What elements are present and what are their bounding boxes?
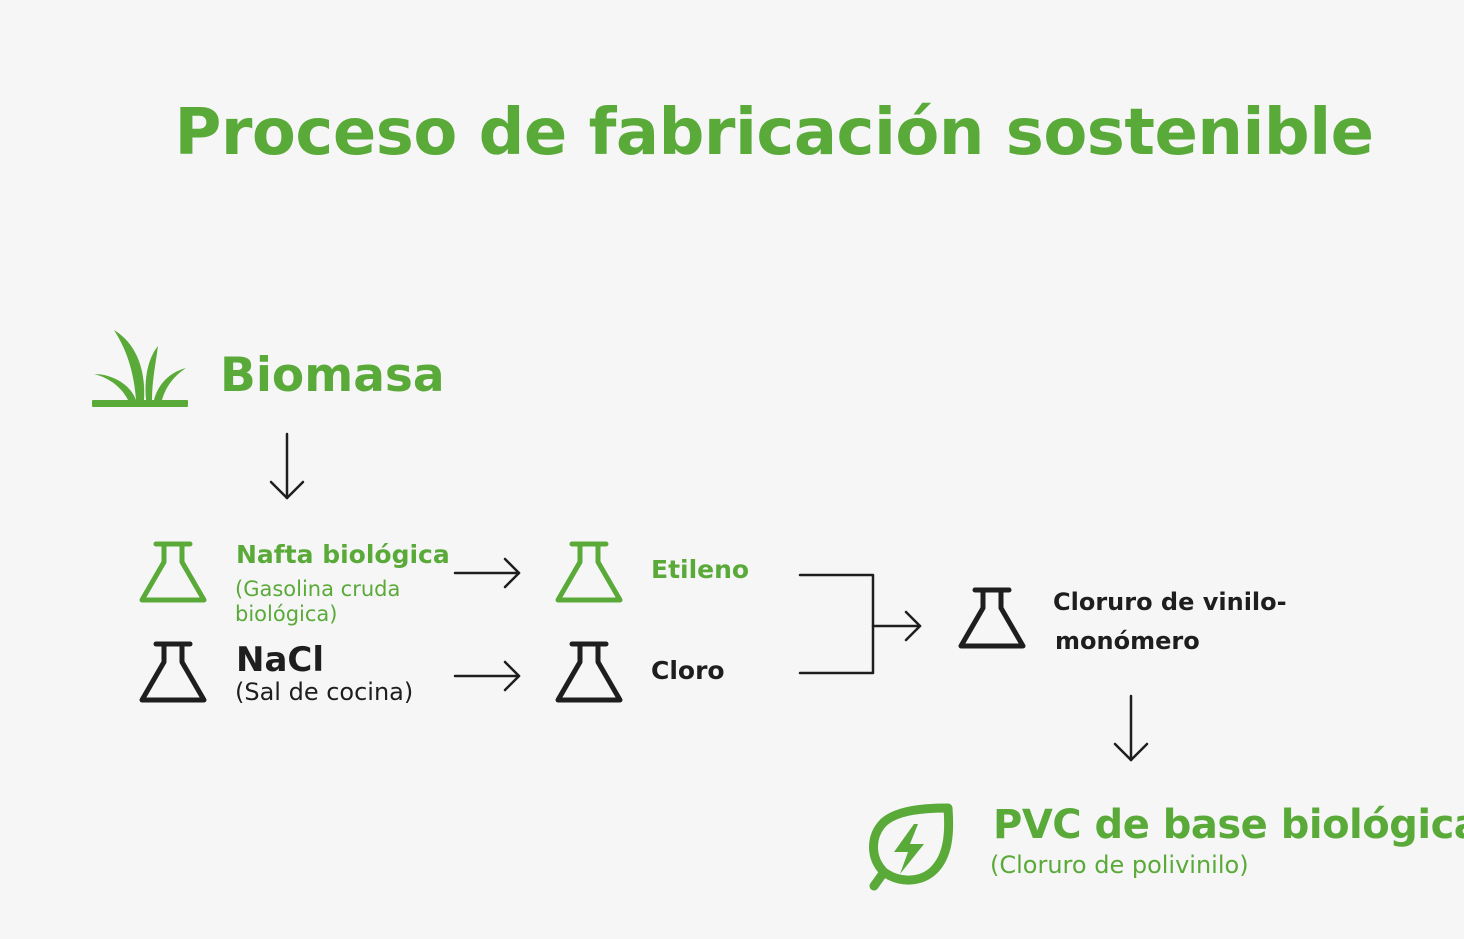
merge-connector bbox=[798, 573, 922, 675]
nafta-sub-line2: biológica) bbox=[235, 602, 338, 626]
nacl-sub: (Sal de cocina) bbox=[235, 678, 414, 706]
flask-icon bbox=[139, 641, 207, 703]
flask-icon bbox=[555, 541, 623, 603]
arrow-right-icon bbox=[453, 557, 521, 589]
pvc-label: PVC de base biológica bbox=[993, 802, 1464, 848]
flask-icon bbox=[139, 541, 207, 603]
arrow-down-icon bbox=[269, 432, 305, 500]
vinilo-label-line2: monómero bbox=[1055, 627, 1200, 655]
etileno-label: Etileno bbox=[651, 555, 750, 584]
leaf-bolt-icon bbox=[869, 803, 954, 891]
arrow-right-icon bbox=[453, 660, 521, 692]
nafta-sub-line1: (Gasolina cruda bbox=[235, 577, 401, 601]
pvc-sub: (Cloruro de polivinilo) bbox=[990, 851, 1249, 879]
cloro-label: Cloro bbox=[651, 656, 725, 685]
nafta-label: Nafta biológica bbox=[236, 540, 450, 569]
flask-icon bbox=[958, 587, 1026, 649]
biomasa-label: Biomasa bbox=[220, 348, 445, 403]
arrow-down-icon bbox=[1113, 694, 1149, 762]
plant-sprout-icon bbox=[92, 330, 188, 407]
nacl-label: NaCl bbox=[236, 640, 325, 680]
vinilo-label-line1: Cloruro de vinilo- bbox=[1053, 588, 1287, 616]
flask-icon bbox=[555, 641, 623, 703]
diagram-title: Proceso de fabricación sostenible bbox=[174, 96, 1374, 170]
